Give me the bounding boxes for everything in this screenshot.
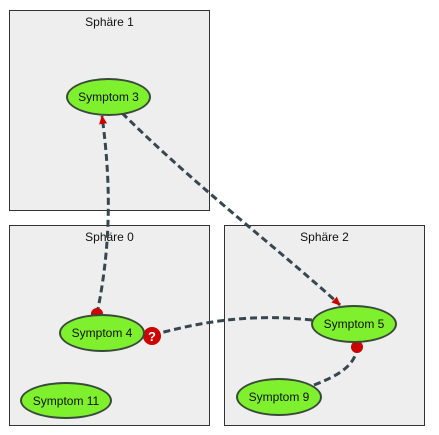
node-symptom-3[interactable]: Symptom 3 [66, 78, 151, 116]
node-symptom-11[interactable]: Symptom 11 [20, 382, 112, 419]
sphere-2-title: Sphäre 2 [300, 230, 349, 244]
edge-symptom9-to-symptom5 [313, 347, 359, 387]
sphere-0-title: Sphäre 0 [85, 230, 134, 244]
node-symptom-5[interactable]: Symptom 5 [311, 305, 397, 343]
edge-symptom3-to-symptom5 [120, 111, 342, 307]
node-symptom-4[interactable]: Symptom 4 [59, 314, 145, 352]
sphere-1-title: Sphäre 1 [85, 15, 134, 29]
node-label: Symptom 9 [248, 390, 310, 404]
svg-text:?: ? [148, 329, 156, 344]
node-label: Symptom 3 [78, 90, 139, 104]
node-label: Symptom 5 [323, 317, 385, 331]
node-label: Symptom 4 [71, 326, 133, 340]
node-label: Symptom 11 [32, 393, 100, 408]
edge-symptom5-to-symptom4 [159, 316, 313, 335]
edge-head-dot-icon [351, 341, 363, 353]
node-symptom-9[interactable]: Symptom 9 [236, 378, 322, 416]
edge-symptom4-to-symptom3 [95, 115, 110, 315]
question-mark-icon: ? [143, 327, 161, 345]
